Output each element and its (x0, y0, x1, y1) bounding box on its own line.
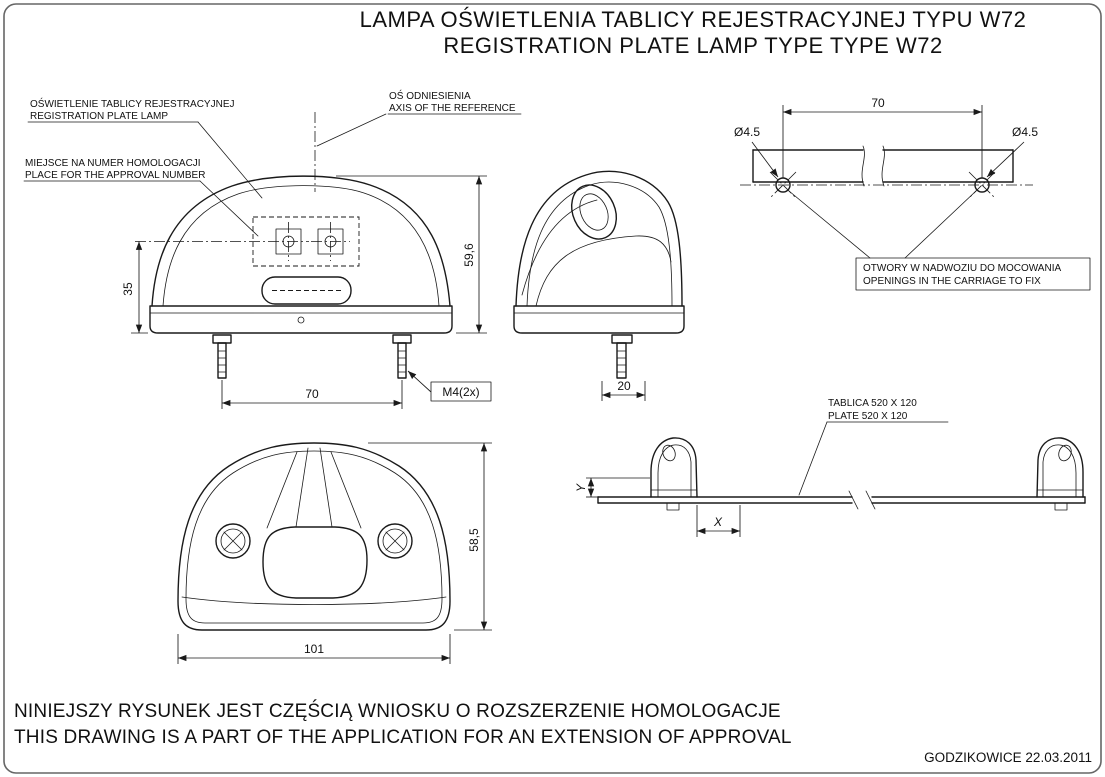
assembly-lamp-left (650, 437, 698, 511)
dim-y: Y (574, 483, 588, 492)
callout-openings-pl: OTWORY W NADWOZIU DO MOCOWANIA (863, 263, 1061, 274)
dim-x: X (713, 515, 723, 529)
dim-hole-spacing: 70 (871, 96, 885, 110)
footer-note: NINIEJSZY RYSUNEK JEST CZĘŚCIĄ WNIOSKU O… (14, 700, 1092, 765)
callout-plate-pl: TABLICA 520 X 120 (828, 398, 917, 409)
dim-front-width: 101 (304, 642, 324, 656)
side-view: 20 (513, 170, 685, 401)
side-mounting-bolt (611, 334, 633, 379)
callout-approval-en: PLACE FOR THE APPROVAL NUMBER (25, 170, 205, 181)
front-view-large: 58,5 101 (177, 442, 492, 664)
dim-lamp-height: 59,6 (462, 243, 476, 267)
mounting-bracket-view: 70 Ø4.5 Ø4.5 OTWORY W NADWOZIU DO MOCOWA… (734, 96, 1091, 291)
front-screw-right (377, 523, 413, 559)
callout-openings-en: OPENINGS IN THE CARRIAGE TO FIX (863, 276, 1041, 287)
callout-lamp-pl: OŚWIETLENIE TABLICY REJESTRACYJNEJ (30, 97, 235, 110)
plate-bar (597, 490, 1086, 510)
dim-hole-dia-left: Ø4.5 (734, 125, 760, 139)
openings-label-box (855, 257, 1091, 291)
callout-plate-en: PLATE 520 X 120 (828, 411, 908, 422)
footer-note-en: THIS DRAWING IS A PART OF THE APPLICATIO… (14, 727, 792, 748)
page-title: LAMPA OŚWIETLENIA TABLICY REJESTRACYJNEJ… (360, 7, 1027, 58)
callout-reference-axis: OŚ ODNIESIENIA AXIS OF THE REFERENCE (314, 89, 522, 192)
callout-approval-number: MIEJSCE NA NUMER HOMOLOGACJI PLACE FOR T… (23, 158, 259, 237)
page-title-line1: LAMPA OŚWIETLENIA TABLICY REJESTRACYJNEJ… (360, 7, 1027, 32)
page-border (3, 3, 1102, 774)
dim-bolt-thread: M4(2x) (442, 385, 479, 399)
callout-approval-pl: MIEJSCE NA NUMER HOMOLOGACJI (25, 158, 201, 169)
plate-assembly-view: Y X TABLICA 520 X 120 PLATE 520 X 120 (574, 398, 1086, 537)
dim-hole-dia-right: Ø4.5 (1012, 125, 1038, 139)
lens-window (261, 276, 352, 305)
callout-lamp: OŚWIETLENIE TABLICY REJESTRACYJNEJ REGIS… (27, 97, 263, 199)
footer-place-date: GODZIKOWICE 22.03.2011 (924, 750, 1092, 765)
mounting-bolt-right (392, 334, 412, 379)
dim-bolt-spacing: 70 (305, 387, 319, 401)
dim-front-height: 58,5 (467, 528, 481, 552)
callout-lamp-en: REGISTRATION PLATE LAMP (30, 111, 168, 122)
assembly-lamp-right (1036, 437, 1084, 511)
side-lens (570, 184, 618, 240)
footer-note-pl: NINIEJSZY RYSUNEK JEST CZĘŚCIĄ WNIOSKU O… (14, 700, 781, 722)
mounting-bolt-left (212, 334, 232, 379)
front-screw-left (215, 523, 251, 559)
callout-axis-en: AXIS OF THE REFERENCE (389, 103, 516, 114)
page-title-line2: REGISTRATION PLATE LAMP TYPE TYPE W72 (443, 33, 942, 58)
front-view: 59,6 35 70 M4(2x) (121, 175, 492, 409)
dim-screw-axis-height: 35 (121, 282, 135, 296)
approval-zone (252, 216, 360, 267)
dim-bolt-offset: 20 (617, 379, 631, 393)
front-lens (262, 526, 368, 599)
callout-axis-pl: OŚ ODNIESIENIA (389, 89, 471, 102)
